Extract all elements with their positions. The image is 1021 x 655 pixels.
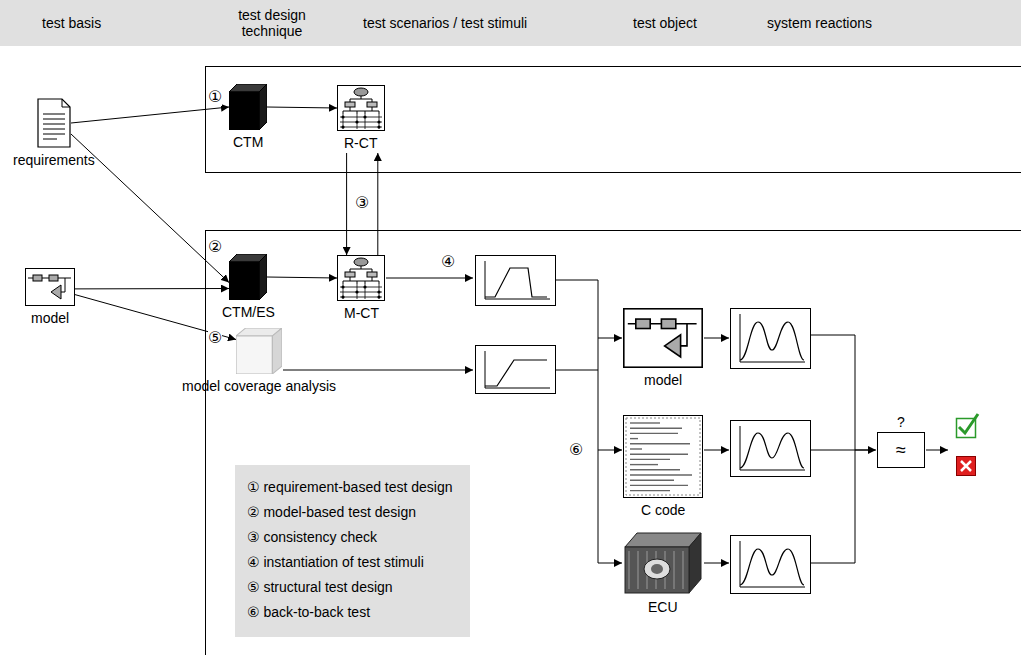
caption: C code: [641, 502, 685, 518]
c-code-listing: C code: [623, 415, 703, 498]
signal-line: [598, 563, 622, 564]
signal-line: [598, 450, 622, 451]
signal-line: [704, 338, 729, 339]
signal-line: [811, 335, 875, 563]
legend-entry: ⑥ back-to-back test: [247, 600, 456, 625]
connector-arrow: [267, 107, 337, 108]
region-frame: [206, 67, 1021, 173]
legend-entry: ① requirement-based test design: [247, 475, 456, 500]
signal-line: [598, 338, 622, 339]
white-box-cube-graphic: [236, 328, 282, 374]
caption: R-CT: [344, 135, 377, 151]
black-box-cube: CTM: [229, 84, 267, 130]
classification-tree: R-CT: [337, 85, 385, 153]
caption: CTM/ES: [222, 304, 275, 320]
approx-symbol: ≈: [896, 440, 906, 460]
column-heading: system reactions: [767, 15, 872, 31]
caption: model coverage analysis: [182, 378, 336, 394]
signal-line: [855, 450, 876, 451]
comparator-box: ?≈: [877, 432, 925, 468]
model-block: model: [25, 268, 75, 306]
callout-number: ③: [355, 194, 369, 212]
column-heading: test scenarios / test stimuli: [363, 15, 527, 31]
region-frame: [206, 231, 1021, 655]
reaction-plot: [731, 421, 811, 477]
legend-entry: ② model-based test design: [247, 500, 456, 525]
callout-number: ⑥: [569, 441, 583, 459]
signal-line: [556, 280, 598, 563]
black-box-cube: CTM/ES: [229, 254, 267, 300]
signal-line: [386, 278, 473, 279]
legend-entry: ④ instantiation of test stimuli: [247, 550, 456, 575]
question-mark: ?: [897, 414, 905, 430]
white-box-cube: model coverage analysis: [236, 328, 282, 374]
caption: model: [644, 372, 682, 388]
caption: CTM: [233, 134, 263, 150]
reaction-plot: [731, 309, 811, 369]
legend-entry: ③ consistency check: [247, 525, 456, 550]
classification-tree-graphic: [337, 85, 385, 131]
document-icon-graphic: [37, 98, 71, 148]
caption: ECU: [648, 599, 678, 615]
model-block: model: [623, 308, 703, 368]
callout-number: ④: [441, 253, 455, 271]
signal-line: [704, 563, 729, 564]
column-heading: test basis: [42, 15, 101, 31]
signal-line: [926, 450, 948, 451]
stimulus-plot: [476, 346, 556, 394]
signal-line: [283, 370, 473, 371]
model-block-graphic: [623, 308, 703, 368]
c-code-listing-graphic: [623, 415, 703, 498]
black-box-cube-graphic: [229, 84, 267, 130]
pass-icon: [957, 414, 979, 438]
caption: model: [31, 310, 69, 326]
connector-arrow: [75, 288, 229, 289]
ecu-hardware-graphic: [623, 527, 703, 595]
header-band: test basis test design technique test scen…: [0, 0, 1021, 46]
connector-arrow: [267, 277, 337, 278]
caption: M-CT: [344, 305, 379, 321]
stimulus-plot: [476, 256, 556, 306]
callout-number: ⑤: [208, 329, 222, 347]
black-box-cube-graphic: [229, 254, 267, 300]
column-heading: test object: [633, 15, 697, 31]
column-heading: test design technique: [227, 7, 317, 39]
ecu-hardware: ECU: [623, 527, 703, 595]
model-block-graphic: [25, 268, 75, 306]
caption: requirements: [13, 152, 95, 168]
callout-number: ①: [208, 88, 222, 106]
legend-entry: ⑤ structural test design: [247, 575, 456, 600]
fail-icon: [957, 457, 976, 476]
reaction-plot: [731, 536, 811, 594]
legend-box: ① requirement-based test design② model-b…: [235, 465, 470, 637]
document-icon: requirements: [37, 98, 71, 148]
classification-tree-graphic: [337, 255, 385, 301]
signal-line: [704, 450, 729, 451]
classification-tree: M-CT: [337, 255, 385, 301]
connector-arrow: [346, 153, 347, 255]
connector-arrow: [71, 107, 229, 123]
connector-arrow: [377, 153, 378, 255]
callout-number: ②: [208, 238, 222, 256]
